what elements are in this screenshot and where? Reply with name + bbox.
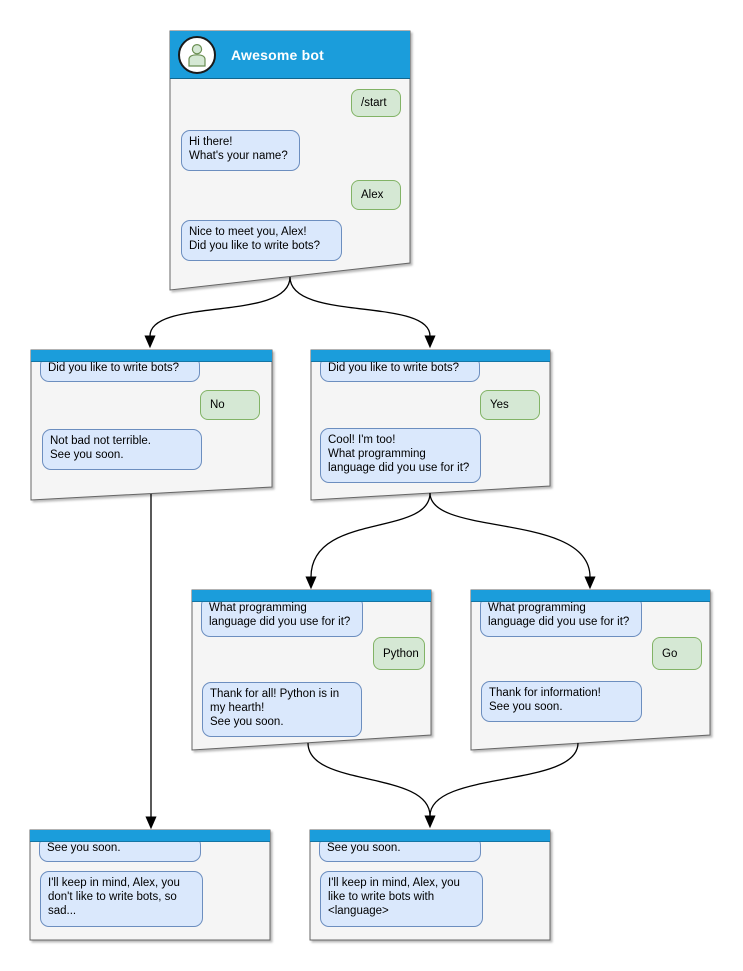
chat-window-branch-yes-titlebar — [311, 350, 550, 362]
message-text: Yes — [490, 399, 509, 411]
message-text: No — [210, 399, 225, 411]
arrowhead-yes-to-python — [305, 576, 317, 590]
user-message-go: Go — [652, 637, 702, 670]
bot-message-cool: Cool! I'm too! What programming language… — [320, 428, 481, 483]
chat-window-branch-go-titlebar — [471, 590, 710, 602]
arrow-go-to-end — [429, 742, 579, 817]
arrowhead-main-to-no — [144, 335, 156, 349]
bot-message-thanks-go: Thank for information! See you soon. — [481, 681, 642, 722]
chat-window-branch-python-titlebar — [192, 590, 431, 602]
chat-window-main: Awesome bot /start Hi there! What's your… — [170, 31, 410, 290]
bot-message-thanks-python: Thank for all! Python is in my hearth! S… — [202, 682, 362, 737]
user-message-python: Python — [373, 637, 425, 670]
bot-message-language-question: What programming language did you use fo… — [201, 596, 363, 637]
bot-message-keep-in-mind-no: I'll keep in mind, Alex, you don't like … — [40, 871, 203, 927]
bot-message-keep-in-mind-yes: I'll keep in mind, Alex, you like to wri… — [320, 871, 483, 927]
user-message-yes: Yes — [480, 390, 540, 420]
arrowhead-main-to-yes — [424, 335, 436, 349]
bot-avatar — [178, 35, 216, 74]
user-message-name: Alex — [351, 180, 401, 210]
arrow-main-to-yes — [289, 276, 431, 337]
arrowhead-yes-to-go — [584, 576, 596, 590]
arrow-yes-to-python — [310, 492, 431, 578]
user-message-no: No — [200, 390, 260, 420]
arrow-yes-to-go — [429, 492, 591, 578]
bot-message-language-question: What programming language did you use fo… — [480, 596, 642, 637]
arrowhead-no-to-end — [145, 816, 157, 830]
arrow-python-to-end — [307, 742, 431, 817]
arrow-main-to-no — [149, 276, 291, 337]
message-text: Go — [662, 647, 678, 660]
chat-window-branch-yes: Did you like to write bots? Yes Cool! I'… — [311, 350, 550, 500]
chat-window-main-titlebar: Awesome bot — [170, 31, 410, 79]
chat-window-end-yes: See you soon. I'll keep in mind, Alex, y… — [310, 830, 550, 940]
bot-message-not-bad: Not bad not terrible. See you soon. — [42, 429, 202, 470]
chat-window-end-no-titlebar — [30, 830, 270, 842]
chat-window-branch-no-titlebar — [31, 350, 272, 362]
arrowhead-to-end-yes — [424, 815, 436, 829]
chat-window-branch-no: Did you like to write bots? No Not bad n… — [31, 350, 272, 500]
chat-window-end-yes-titlebar — [310, 830, 550, 842]
bot-message-greeting: Hi there! What's your name? — [181, 130, 300, 171]
bot-message-nice-to-meet: Nice to meet you, Alex! Did you like to … — [181, 220, 342, 261]
chat-window-end-no: See you soon. I'll keep in mind, Alex, y… — [30, 830, 270, 940]
person-icon — [188, 43, 206, 67]
chat-window-branch-go: What programming language did you use fo… — [471, 590, 710, 750]
message-text: /start — [361, 97, 387, 109]
user-message-start: /start — [351, 89, 401, 117]
chat-window-branch-python: What programming language did you use fo… — [192, 590, 431, 750]
message-text: Python — [383, 647, 419, 660]
bot-name-title: Awesome bot — [231, 46, 324, 63]
message-text: Alex — [361, 189, 384, 201]
